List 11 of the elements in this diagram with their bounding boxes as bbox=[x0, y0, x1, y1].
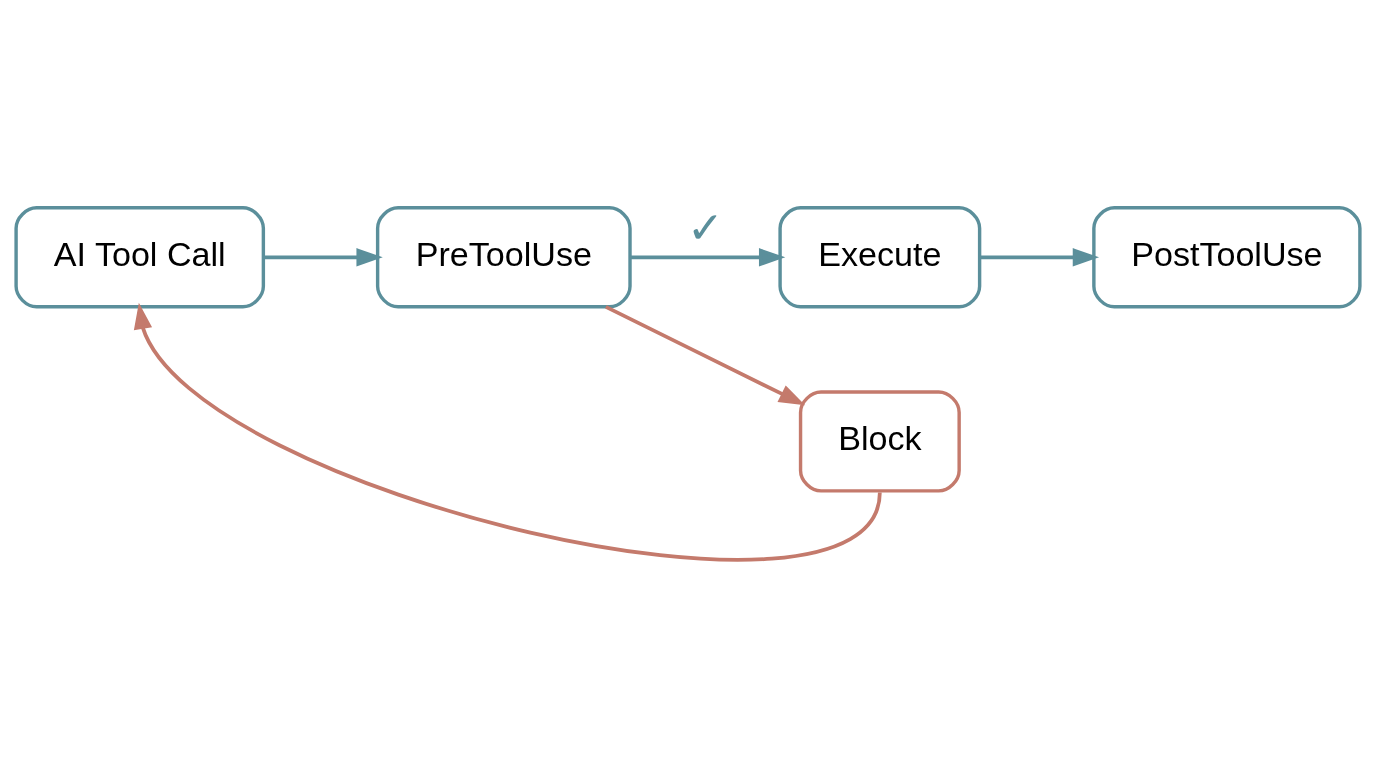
node-box: Execute bbox=[778, 206, 982, 309]
arrow bbox=[133, 302, 882, 561]
arrow bbox=[980, 248, 1100, 267]
node-box: PostToolUse bbox=[1092, 206, 1362, 309]
arrow bbox=[605, 305, 806, 406]
arrow bbox=[263, 248, 383, 267]
node-box: Block bbox=[798, 390, 961, 493]
arrow bbox=[630, 248, 786, 267]
edge-label: ✓ bbox=[686, 203, 724, 253]
node-box: AI Tool Call bbox=[14, 206, 266, 309]
node-box: PreToolUse bbox=[375, 206, 632, 309]
